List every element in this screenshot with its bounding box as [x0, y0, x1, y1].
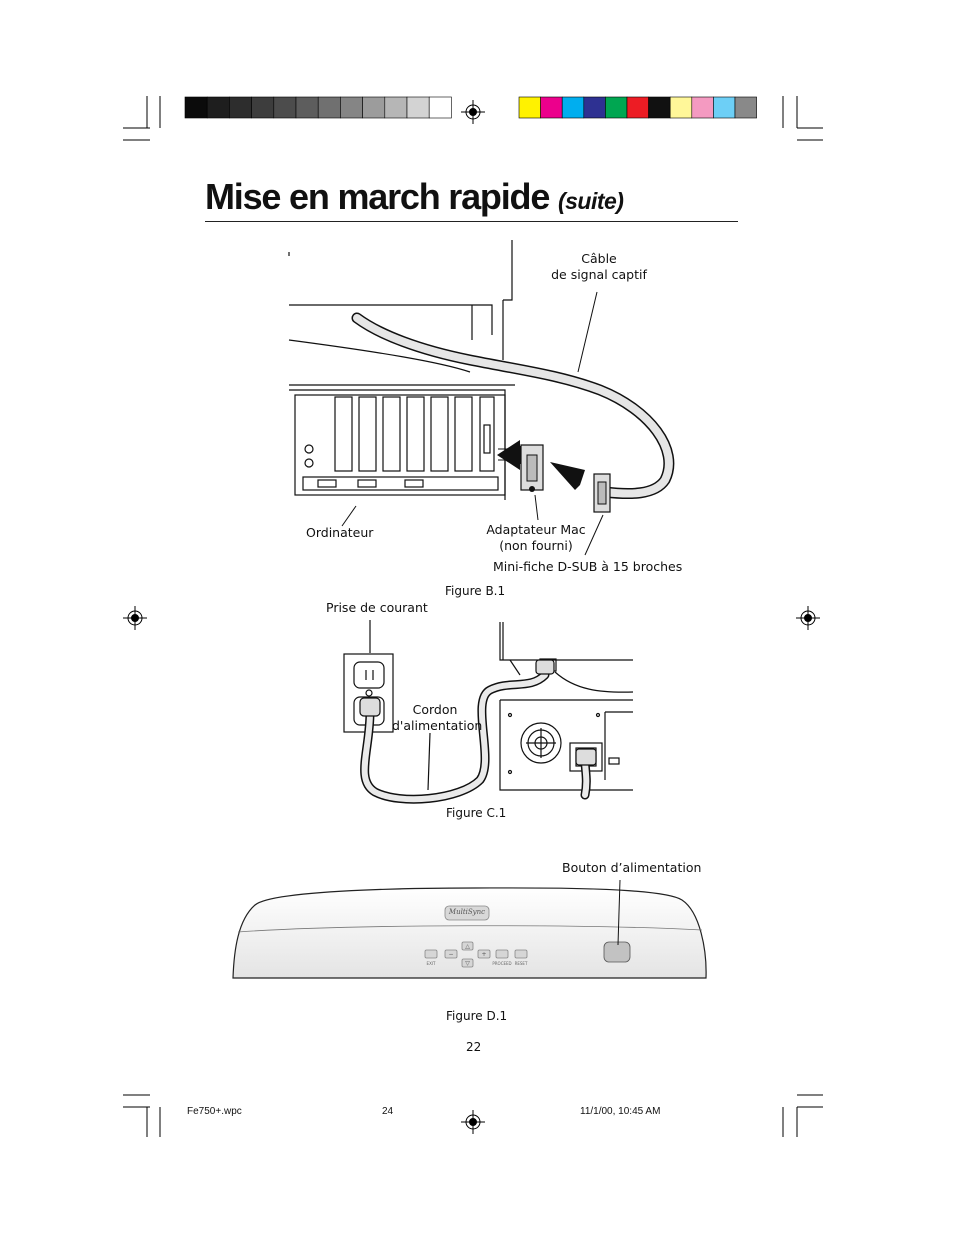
- label-signal-cable: Câble de signal captif: [548, 251, 650, 283]
- footer-filename: Fe750+.wpc: [187, 1106, 242, 1117]
- page-number: 22: [466, 1040, 482, 1054]
- page-title-suffix: (suite): [557, 188, 624, 214]
- page-title-text: Mise en march rapide: [205, 176, 550, 217]
- label-power-cord: Cordon d'alimentation: [392, 702, 483, 734]
- colorbar-swatch: [734, 96, 757, 119]
- label-signal-cable-line2: de signal captif: [551, 267, 647, 282]
- svg-text:+: +: [481, 951, 486, 958]
- footer-sheet-number: 24: [382, 1106, 394, 1117]
- brand-logo: MultiSync: [448, 908, 486, 916]
- figure-d-caption: Figure D.1: [446, 1009, 508, 1023]
- label-power-outlet: Prise de courant: [326, 600, 428, 615]
- label-mac-adapter-line2: (non fourni): [499, 538, 573, 553]
- label-mac-adapter: Adaptateur Mac (non fourni): [486, 522, 586, 554]
- label-power-cord-line1: Cordon: [412, 702, 458, 717]
- page-title: Mise en march rapide (suite): [205, 176, 624, 218]
- svg-text:△: △: [465, 943, 470, 950]
- label-power-button: Bouton d’alimentation: [562, 860, 702, 875]
- footer-timestamp: 11/1/00, 10:45 AM: [580, 1106, 661, 1117]
- label-signal-cable-line1: Câble: [581, 251, 617, 266]
- label-mac-adapter-line1: Adaptateur Mac: [486, 522, 586, 537]
- proceed-button-label: PROCEED: [492, 961, 512, 966]
- label-power-cord-line2: d'alimentation: [392, 718, 483, 733]
- graybar-swatch: [428, 96, 452, 119]
- title-rule: [205, 221, 738, 222]
- figure-c-caption: Figure C.1: [446, 806, 507, 820]
- exit-button-label: EXIT: [426, 961, 436, 966]
- svg-text:−: −: [448, 951, 453, 958]
- figure-b-caption: Figure B.1: [445, 584, 506, 598]
- label-computer: Ordinateur: [306, 525, 374, 540]
- reset-button-label: RESET: [514, 961, 528, 966]
- label-dsub-plug: Mini-fiche D-SUB à 15 broches: [493, 559, 683, 574]
- svg-text:▽: ▽: [465, 960, 470, 967]
